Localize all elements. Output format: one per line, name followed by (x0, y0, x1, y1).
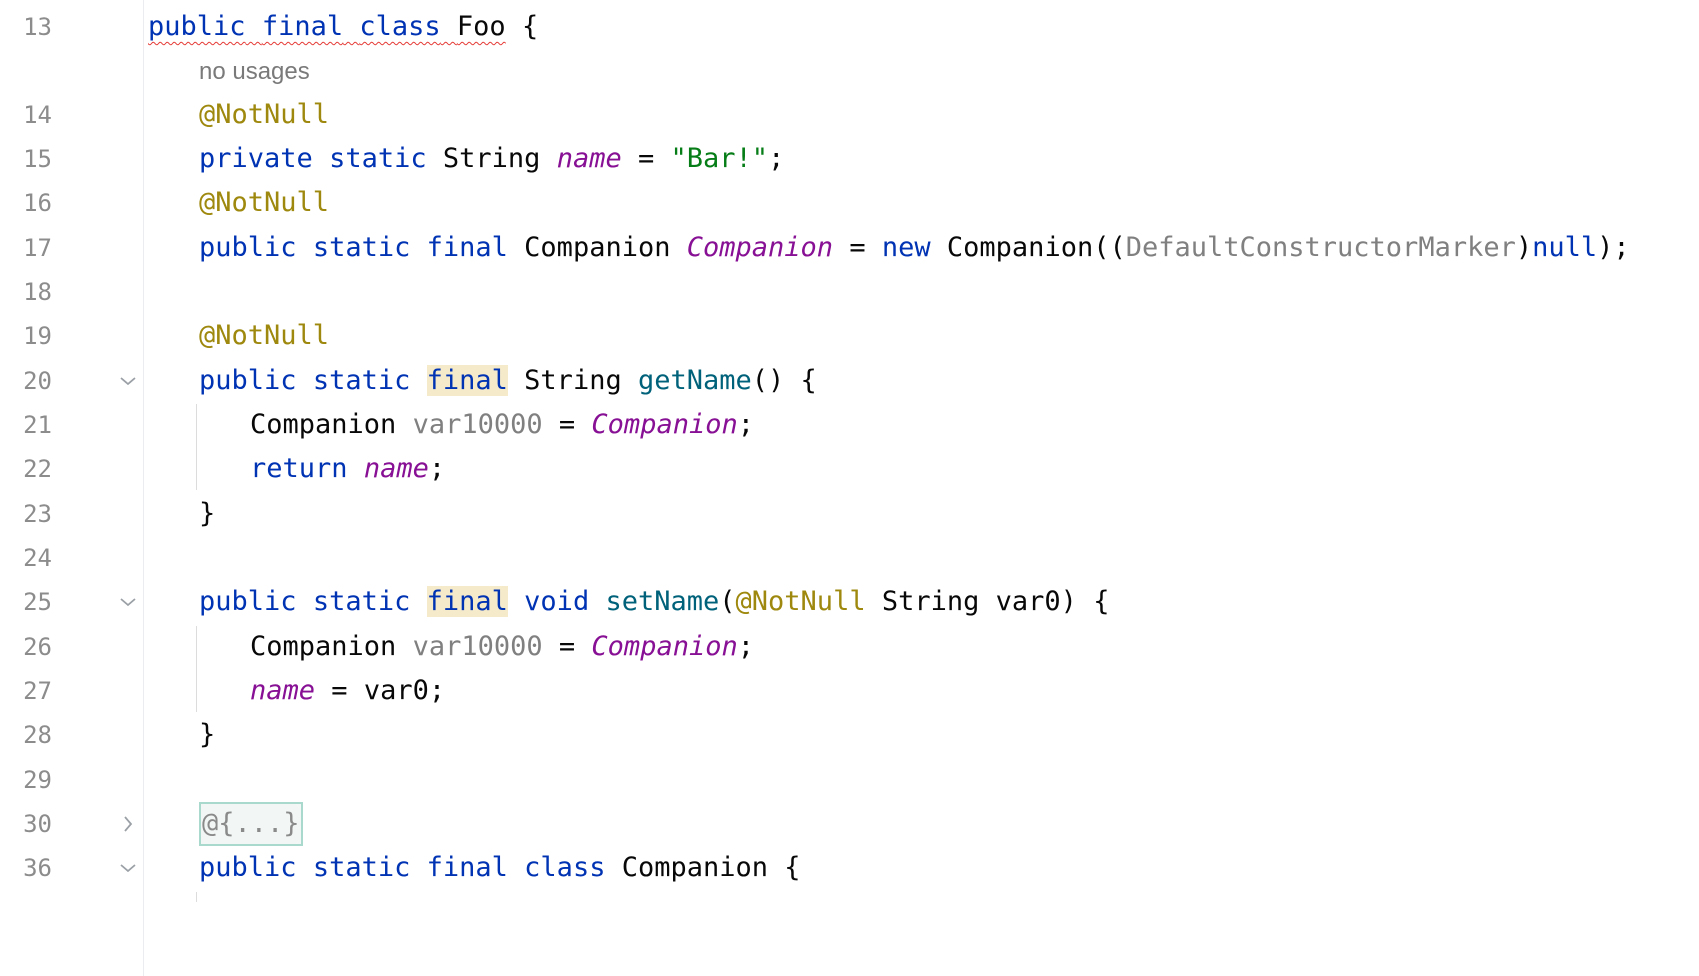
field-declaration: private static String name = "Bar!"; (199, 143, 785, 174)
code-line-27[interactable]: 27 name = var0; (0, 667, 1699, 715)
local-variable: Companion var10000 = Companion; (250, 409, 754, 440)
local-variable: Companion var10000 = Companion; (250, 631, 754, 662)
line-number: 23 (23, 500, 52, 528)
code-line-17[interactable]: 17 public static final Companion Compani… (0, 224, 1699, 272)
code-line-28[interactable]: 28 } (0, 711, 1699, 759)
line-number: 18 (23, 278, 52, 306)
fold-expanded-icon[interactable] (114, 844, 142, 892)
line-number: 13 (23, 13, 52, 41)
code-line-20[interactable]: 20 public static final String getName() … (0, 357, 1699, 405)
code-line-14[interactable]: 14 @NotNull (0, 91, 1699, 139)
gutter-separator (143, 0, 144, 976)
line-number: 36 (23, 854, 52, 882)
setter-declaration: public static final void setName(@NotNul… (199, 586, 1110, 617)
line-number: 20 (23, 367, 52, 395)
line-number: 27 (23, 677, 52, 705)
code-line-23[interactable]: 23 } (0, 490, 1699, 538)
assignment-statement: name = var0; (250, 675, 446, 706)
code-line-36[interactable]: 36 public static final class Companion { (0, 844, 1699, 892)
line-number: 28 (23, 721, 52, 749)
line-number: 26 (23, 633, 52, 661)
line-number: 14 (23, 101, 52, 129)
class-declaration: public final class Foo { (148, 11, 539, 42)
nested-class-declaration: public static final class Companion { (199, 852, 801, 883)
line-number: 15 (23, 145, 52, 173)
indent-guide (196, 892, 197, 902)
line-number: 25 (23, 588, 52, 616)
line-number: 19 (23, 322, 52, 350)
code-line-24[interactable]: 24 (0, 534, 1699, 582)
fold-expanded-icon[interactable] (114, 357, 142, 405)
closing-brace: } (199, 719, 216, 750)
indent-guide (196, 404, 197, 490)
annotation: @NotNull (199, 187, 330, 218)
usages-hint-row: no usages (0, 48, 1699, 96)
code-line-18[interactable]: 18 (0, 268, 1699, 316)
code-line-21[interactable]: 21 Companion var10000 = Companion; (0, 401, 1699, 449)
line-number: 17 (23, 234, 52, 262)
getter-declaration: public static final String getName() { (199, 365, 817, 396)
code-line-16[interactable]: 16 @NotNull (0, 179, 1699, 227)
folded-region[interactable]: @{...} (199, 800, 303, 848)
line-number: 29 (23, 766, 52, 794)
companion-declaration: public static final Companion Companion … (199, 232, 1630, 263)
closing-brace: } (199, 498, 216, 529)
code-line-26[interactable]: 26 Companion var10000 = Companion; (0, 623, 1699, 671)
code-line-15[interactable]: 15 private static String name = "Bar!"; (0, 135, 1699, 183)
return-statement: return name; (250, 453, 446, 484)
line-number: 16 (23, 189, 52, 217)
fold-collapsed-icon[interactable] (114, 800, 142, 848)
code-line-30[interactable]: 30 @{...} (0, 800, 1699, 848)
code-line-19[interactable]: 19 @NotNull (0, 312, 1699, 360)
code-line-25[interactable]: 25 public static final void setName(@Not… (0, 578, 1699, 626)
line-number: 30 (23, 810, 52, 838)
fold-expanded-icon[interactable] (114, 578, 142, 626)
code-line-22[interactable]: 22 return name; (0, 445, 1699, 493)
code-line-29[interactable]: 29 (0, 756, 1699, 804)
line-number: 22 (23, 455, 52, 483)
usages-hint[interactable]: no usages (199, 58, 310, 85)
annotation: @NotNull (199, 320, 330, 351)
line-number: 21 (23, 411, 52, 439)
indent-guide (196, 626, 197, 712)
annotation: @NotNull (199, 99, 330, 130)
line-number: 24 (23, 544, 52, 572)
code-line-13[interactable]: 13 public final class Foo { (0, 3, 1699, 51)
